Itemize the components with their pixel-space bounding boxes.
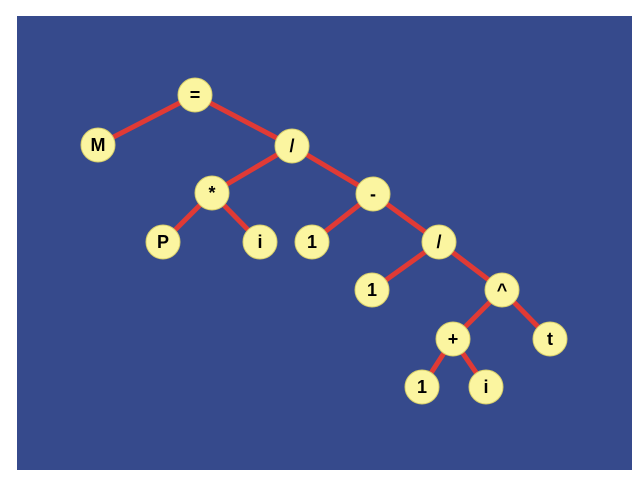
node-label: / <box>436 232 441 252</box>
tree-node-n-div2: / <box>421 224 457 260</box>
edge-n-eq-n-div1 <box>192 92 295 149</box>
tree-node-n-minus: - <box>355 176 391 212</box>
node-circle <box>421 224 457 260</box>
node-label: 1 <box>307 232 317 252</box>
node-circle <box>468 369 504 405</box>
node-label: i <box>483 377 488 397</box>
node-circle <box>274 128 310 164</box>
tree-node-n-P: P <box>145 224 181 260</box>
tree-node-n-one1: 1 <box>294 224 330 260</box>
node-label: t <box>547 329 553 349</box>
tree-node-n-mul: * <box>194 175 230 211</box>
tree-node-n-pow: ^ <box>484 272 520 308</box>
node-circle <box>80 127 116 163</box>
tree-node-n-eq: = <box>177 77 213 113</box>
node-label: i <box>257 232 262 252</box>
node-circle <box>484 272 520 308</box>
node-circle <box>294 224 330 260</box>
node-label: - <box>370 184 376 204</box>
node-label: = <box>190 85 201 105</box>
node-circle <box>354 272 390 308</box>
tree-node-n-one3: 1 <box>404 369 440 405</box>
node-label: 1 <box>417 377 427 397</box>
node-label: * <box>208 183 215 203</box>
tree-node-n-plus: + <box>435 321 471 357</box>
node-circle <box>532 321 568 357</box>
node-circle <box>404 369 440 405</box>
node-label: 1 <box>367 280 377 300</box>
node-label: ^ <box>497 280 508 300</box>
node-label: + <box>448 329 459 349</box>
node-circle <box>194 175 230 211</box>
node-label: / <box>289 136 294 156</box>
node-circle <box>355 176 391 212</box>
tree-node-n-one2: 1 <box>354 272 390 308</box>
tree-node-n-t: t <box>532 321 568 357</box>
node-circle <box>177 77 213 113</box>
tree-node-n-M: M <box>80 127 116 163</box>
node-circle <box>145 224 181 260</box>
tree-node-n-i2: i <box>468 369 504 405</box>
node-label: M <box>91 135 106 155</box>
node-label: P <box>157 232 169 252</box>
node-circle <box>435 321 471 357</box>
edge-n-eq-n-M <box>95 92 198 148</box>
node-circle <box>242 224 278 260</box>
tree-node-n-div1: / <box>274 128 310 164</box>
tree-node-n-i1: i <box>242 224 278 260</box>
